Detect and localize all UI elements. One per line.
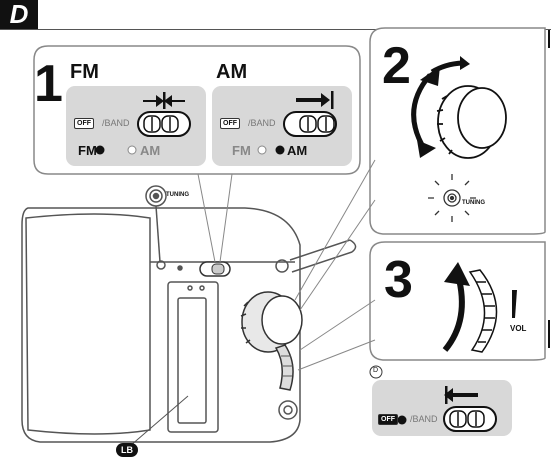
fm-setting-panel [66,86,206,166]
section-badge: D [0,0,38,29]
fm-indicator-fm: FM [78,143,97,158]
footnote-panel [369,365,512,436]
am-dot-filled [275,145,285,155]
radio-tuning-label: TUNING [166,192,189,198]
footnote-off-label: OFF [378,414,398,425]
fm-indicator-am: AM [140,143,161,158]
lb-compartment [167,281,219,433]
step2-tuning-label: TUNING [462,200,485,206]
tuning-lamp-icon [428,174,476,222]
speaker-grille [25,213,151,435]
tuning-indicator-icon [145,185,167,270]
footnote-marker: D [373,367,379,374]
radio-tuning-knob [240,291,303,353]
am-indicator-fm: FM [232,143,251,158]
step-number-2: 2 [382,37,411,95]
footnote-band-label: /BAND [410,414,438,424]
am-dot-empty [127,145,137,155]
radio-body [21,207,357,443]
step-number-3: 3 [384,251,413,309]
fm-dot-filled [95,145,105,155]
step3-panel [297,241,546,371]
fm-off-label: OFF [74,118,94,129]
arrows-inward-icon [143,92,185,109]
am-off-label: OFF [220,118,240,129]
tuning-knob-icon [436,85,507,159]
right-edge-mark [548,30,550,48]
fm-title: FM [70,61,99,83]
jack [278,400,298,420]
arrow-right-icon [296,91,334,109]
am-indicator-am: AM [287,143,308,158]
vol-label: VOL [510,324,527,333]
am-band-label: /BAND [248,118,276,128]
am-title: AM [216,61,248,83]
right-edge-mark-lower [548,320,550,348]
top-rule [0,29,551,30]
lb-badge: LB [116,443,138,457]
am-setting-panel [212,86,352,166]
step2-panel [294,27,546,311]
fm-dot-empty [257,145,267,155]
step-number-1: 1 [34,55,63,113]
fm-band-label: /BAND [102,118,130,128]
lb-pointer-line [129,395,189,447]
arrow-left-icon [444,386,478,404]
volume-wheel-icon [468,269,498,353]
